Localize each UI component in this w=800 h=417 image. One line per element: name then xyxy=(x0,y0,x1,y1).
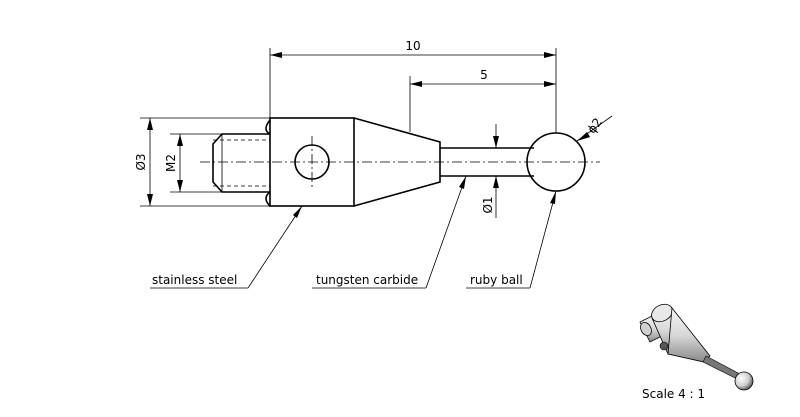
label-ball-material: ruby ball xyxy=(470,273,523,287)
dim-stylus-length: 5 xyxy=(409,68,556,132)
dim-stem-diameter-text: Ø1 xyxy=(481,196,495,213)
label-body-material: stainless steel xyxy=(152,273,237,287)
label-stem-material: tungsten carbide xyxy=(316,273,418,287)
dim-ball-diameter: ϕ2 xyxy=(576,115,613,142)
isometric-view xyxy=(639,303,754,391)
scale-label: Scale 4 : 1 xyxy=(642,387,705,401)
dim-body-diameter: Ø3 xyxy=(134,117,270,207)
dim-thread-text: M2 xyxy=(164,154,178,172)
stem xyxy=(440,147,534,177)
dim-body-diameter-text: Ø3 xyxy=(134,153,148,170)
dim-overall-length-text: 10 xyxy=(405,39,420,53)
dim-stem-diameter: Ø1 xyxy=(481,124,499,218)
leader-ball: ruby ball xyxy=(466,190,557,289)
dim-thread: M2 xyxy=(164,133,222,193)
stylus-outline xyxy=(200,117,600,207)
thread-end xyxy=(212,133,270,193)
dim-overall-length: 10 xyxy=(269,39,557,133)
leader-body: stainless steel xyxy=(150,205,303,289)
cross-hole-icon xyxy=(659,341,669,351)
ruby-ball-icon xyxy=(734,371,754,391)
leader-stem: tungsten carbide xyxy=(312,175,467,289)
dim-stylus-length-text: 5 xyxy=(480,68,488,82)
